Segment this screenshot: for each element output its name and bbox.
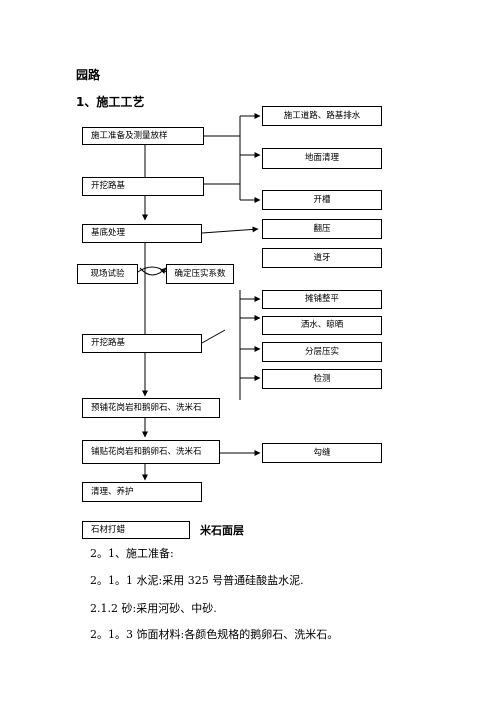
right-step-grout-label: 勾缝 [313,447,331,458]
right-step-spread-box: 摊铺整平 [262,290,382,309]
step-excavate-box-2: 开挖路基 [82,334,202,353]
step-waxing-label: 石材打蜡 [91,524,126,535]
step-excavate-box-1: 开挖路基 [82,177,204,196]
right-step-water-label: 洒水、晾晒 [300,320,344,331]
paragraph-prep: 2。1、施工准备: [90,547,174,560]
right-step-trench-box: 开槽 [262,190,382,210]
right-step-curb-box: 道牙 [262,248,382,268]
step-excavate-label-1: 开挖路基 [91,181,126,192]
right-step-clearing-box: 地面清理 [262,148,382,169]
right-step-compact-box: 分层压实 [262,342,382,362]
step-survey-label: 施工准备及测量放样 [91,130,168,141]
right-step-clearing-label: 地面清理 [304,153,339,164]
right-step-rolling-box: 翻压 [262,219,382,239]
right-step-trench-label: 开槽 [313,194,331,205]
right-step-drainage-label: 施工道路、路基排水 [283,110,361,121]
step-base-treatment-label: 基底处理 [91,228,126,239]
step-waxing-box: 石材打蜡 [82,521,190,539]
right-step-drainage-box: 施工道路、路基排水 [262,106,382,126]
field-test-label: 现场试验 [90,268,125,279]
right-step-spread-label: 摊铺整平 [304,294,339,305]
right-step-grout-box: 勾缝 [262,443,382,463]
right-step-inspect-box: 检测 [262,369,382,389]
right-step-water-box: 洒水、晾晒 [262,316,382,335]
step-base-treatment-box: 基底处理 [82,224,202,243]
subsection-heading: 1、施工工艺 [76,95,145,109]
step-excavate-label-2: 开挖路基 [91,338,126,349]
right-step-rolling-label: 翻压 [313,223,331,234]
surface-layer-heading: 米石面层 [200,524,244,537]
step-cleanup-label: 清理、养护 [91,486,134,497]
paragraph-materials: 2。1。3 饰面材料:各颜色规格的鹅卵石、洗米石。 [90,628,339,641]
step-cleanup-box: 清理、养护 [82,482,202,502]
step-tiling-box: 铺贴花岗岩和鹅卵石、洗米石 [82,440,220,464]
step-pre-lay-box: 预铺花岗岩和鹅卵石、洗米石 [82,398,220,418]
step-survey-box: 施工准备及测量放样 [82,127,204,145]
right-step-curb-label: 道牙 [313,252,331,263]
step-pre-lay-label: 预铺花岗岩和鹅卵石、洗米石 [91,402,202,413]
right-step-compact-label: 分层压实 [304,346,339,357]
compaction-coef-label: 确定压实系数 [174,268,226,279]
right-step-inspect-label: 检测 [313,373,331,384]
step-tiling-label: 铺贴花岗岩和鹅卵石、洗米石 [91,446,202,457]
paragraph-sand: 2.1.2 砂:采用河砂、中砂. [90,602,217,615]
section-heading: 园路 [76,68,101,82]
compaction-coef-box: 确定压实系数 [166,264,234,284]
paragraph-cement: 2。1。1 水泥:采用 325 号普通硅酸盐水泥. [90,574,304,587]
field-test-box: 现场试验 [77,264,138,284]
